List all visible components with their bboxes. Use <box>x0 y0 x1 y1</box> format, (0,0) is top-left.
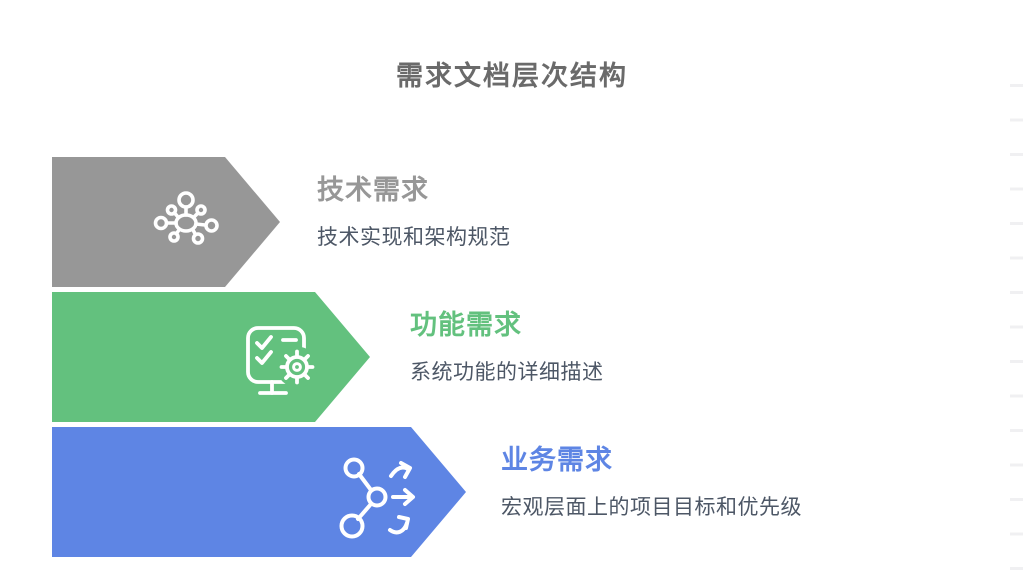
arrow-banner-business <box>52 427 466 557</box>
section-text-technical: 技术需求 技术实现和架构规范 <box>317 176 511 249</box>
share-branch-icon <box>339 457 415 539</box>
section-description: 技术实现和架构规范 <box>317 226 511 249</box>
section-title: 技术需求 <box>317 175 429 205</box>
section-technical-requirements: 技术需求 技术实现和架构规范 <box>52 157 992 287</box>
right-edge-ruler-marks <box>1010 84 1023 572</box>
checklist-gear-icon <box>246 326 318 395</box>
section-title: 业务需求 <box>501 445 613 475</box>
section-title: 功能需求 <box>410 310 522 340</box>
page-title: 需求文档层次结构 <box>396 61 628 91</box>
network-hub-icon <box>153 191 219 245</box>
section-functional-requirements: 功能需求 系统功能的详细描述 <box>52 292 992 422</box>
section-business-requirements: 业务需求 宏观层面上的项目目标和优先级 <box>52 427 992 557</box>
section-description: 系统功能的详细描述 <box>410 361 604 384</box>
section-text-functional: 功能需求 系统功能的详细描述 <box>410 311 604 384</box>
arrow-banner-functional <box>52 292 370 422</box>
section-text-business: 业务需求 宏观层面上的项目目标和优先级 <box>501 446 802 519</box>
section-description: 宏观层面上的项目目标和优先级 <box>501 496 802 519</box>
